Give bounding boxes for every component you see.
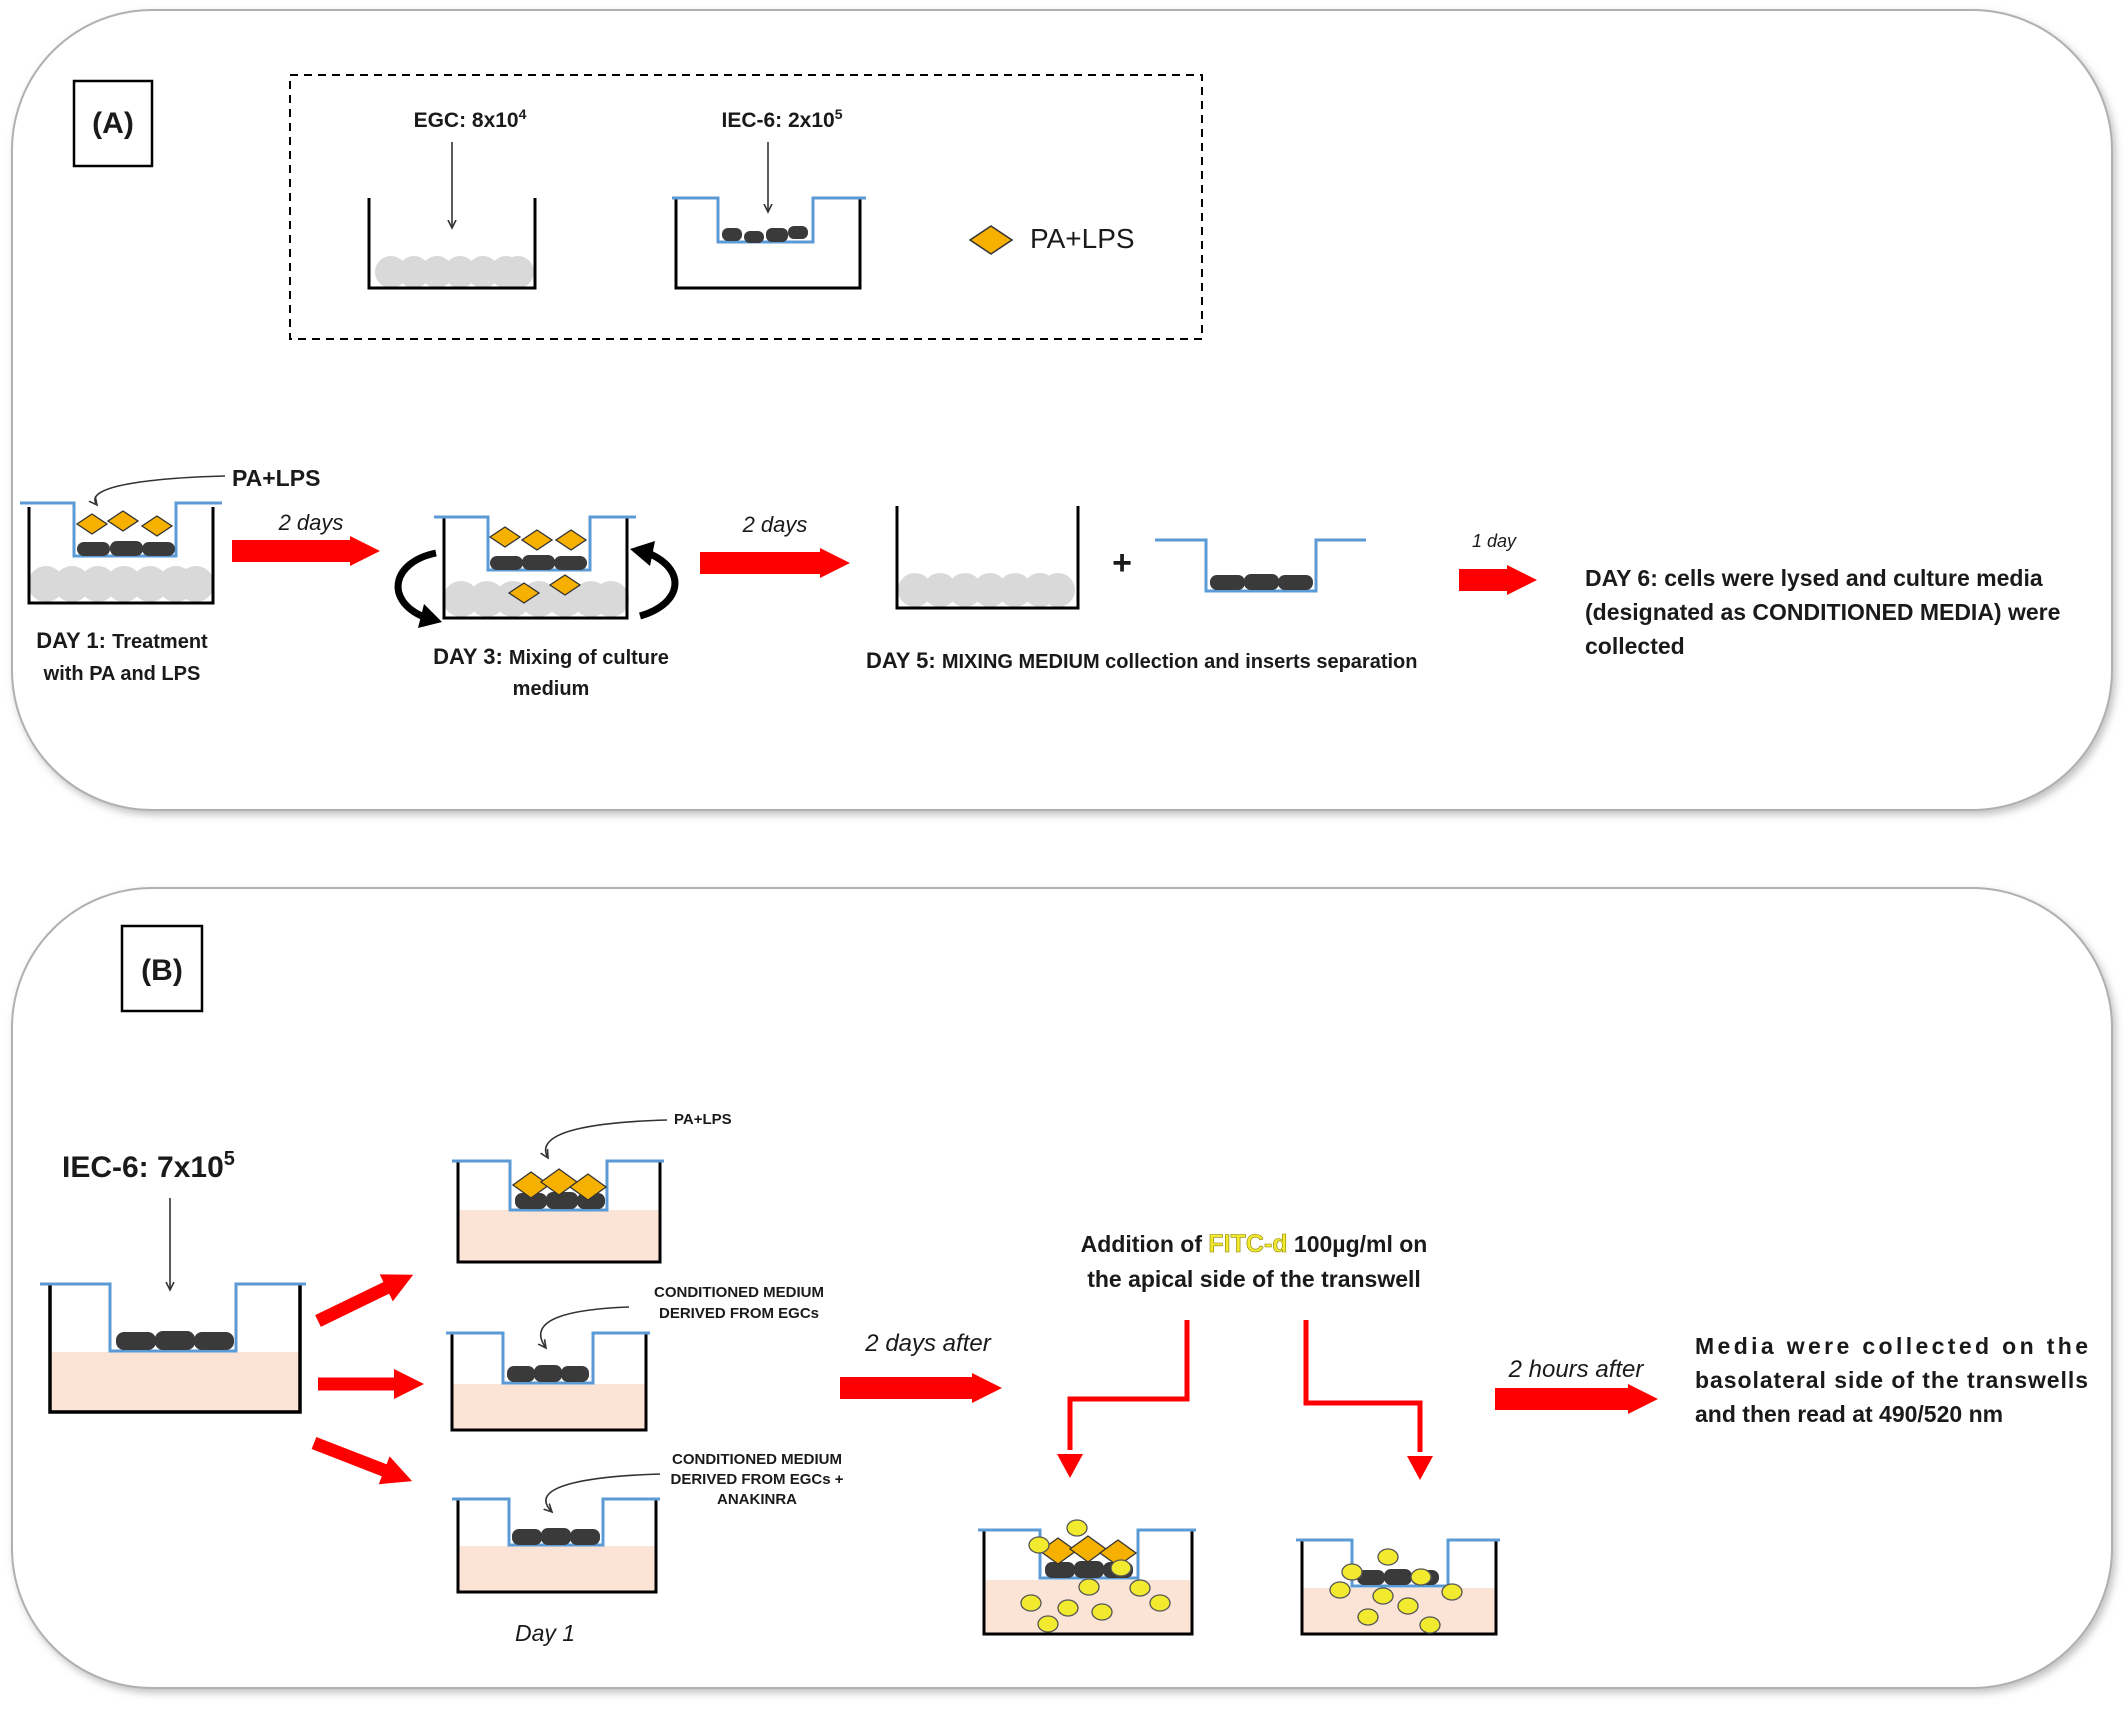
day5-egc-well (895, 506, 1080, 610)
branch3-pointer (546, 1473, 661, 1512)
fitc-dots-left (1020, 1519, 1171, 1633)
legend-iec-label: IEC-6: 2x105 (721, 106, 842, 132)
panel-b: (B) IEC-6: 7x105 PA+LPS (11, 887, 2113, 1689)
arrow-2days-label: 2 days after (864, 1330, 991, 1357)
branch3-label-line1: CONDITIONED MEDIUM (672, 1451, 842, 1468)
branch-arrow-top (315, 1274, 414, 1327)
arrow1-label: 2 days (278, 510, 344, 535)
day1-egc-layer (28, 566, 214, 602)
branch3-well (452, 1497, 660, 1594)
media-line1: Media were collected on the (1695, 1333, 2088, 1359)
arrow-2hours-label: 2 hours after (1508, 1356, 1645, 1383)
day6-line2: (designated as CONDITIONED MEDIA) were (1585, 599, 2060, 625)
day3-caption-line2: medium (513, 678, 590, 700)
day6-line1: DAY 6: cells were lysed and culture medi… (1585, 565, 2043, 591)
media-line2: basolateral side of the transwells (1695, 1367, 2088, 1393)
legend-dashed-frame (289, 74, 1203, 340)
arrow2-label: 2 days (742, 512, 808, 537)
branch2-label-line1: CONDITIONED MEDIUM (654, 1284, 824, 1301)
elbow-arrow-right-head (1407, 1456, 1433, 1480)
fitc-well-right (1296, 1538, 1500, 1636)
day5-insert (1155, 538, 1366, 593)
legend-box: EGC: 8x104 IEC-6: 2x105 PA+LPS (289, 74, 1203, 340)
panel-a-frame (11, 9, 2113, 811)
panel-a: (A) EGC: 8x104 IEC-6: 2x105 (11, 9, 2113, 811)
day3-well (394, 515, 679, 628)
elbow-arrow-left-head (1057, 1454, 1083, 1478)
branch1-pointer (546, 1119, 668, 1158)
elbow-arrow-right (1303, 1320, 1423, 1452)
day6-line3: collected (1585, 633, 1685, 659)
panel-b-frame (11, 887, 2113, 1689)
legend-egc-label: EGC: 8x104 (414, 106, 527, 132)
panel-b-label: (B) (141, 954, 183, 987)
day3-mix-arrow-left (394, 549, 437, 621)
panel-a-label-box (72, 79, 154, 168)
elbow-arrow-left (1067, 1320, 1190, 1450)
addition-line2: the apical side of the transwell (1087, 1266, 1421, 1292)
day3-mix-arrow-right (638, 549, 679, 620)
arrow3-label: 1 day (1472, 531, 1517, 551)
branch3-label-line3: ANAKINRA (717, 1491, 797, 1508)
branch-arrow-bot (311, 1436, 413, 1485)
legend-pa-lps-label: PA+LPS (1030, 223, 1135, 254)
branch2-label-line2: DERIVED FROM EGCs (659, 1305, 819, 1322)
panel-a-label: (A) (92, 107, 134, 140)
addition-line1: Addition of FITC-d 100µg/ml on (1081, 1230, 1428, 1258)
plus-sign: + (1112, 544, 1132, 582)
day5-caption: DAY 5: MIXING MEDIUM collection and inse… (866, 648, 1417, 673)
branch2-pointer (541, 1306, 630, 1348)
day1-pa-lps-pointer (95, 475, 226, 505)
legend-egc-well (367, 198, 537, 290)
fitc-well-left (978, 1519, 1196, 1636)
media-line3: and then read at 490/520 nm (1695, 1401, 2003, 1427)
day1-well: PA+LPS (20, 465, 320, 605)
day1-label: Day 1 (515, 1620, 575, 1646)
legend-pa-lps-diamond (968, 225, 1014, 255)
branch2-well (446, 1331, 650, 1432)
fitc-dots-right (1329, 1548, 1463, 1634)
legend-iec-well (672, 196, 866, 290)
panel-b-label-box (120, 924, 204, 1013)
day3-egc-layer (443, 581, 629, 617)
day1-pa-lps-label: PA+LPS (232, 465, 320, 491)
day1-caption-line2: with PA and LPS (43, 663, 201, 685)
branch1-label: PA+LPS (674, 1111, 732, 1128)
source-well (40, 1282, 306, 1414)
day3-caption-line1: DAY 3: Mixing of culture (433, 644, 669, 669)
branch3-label-line2: DERIVED FROM EGCs + (671, 1471, 844, 1488)
day1-caption-line1: DAY 1: Treatment (36, 628, 208, 653)
branch1-well (452, 1159, 664, 1264)
panel-b-iec-label: IEC-6: 7x105 (62, 1148, 235, 1184)
